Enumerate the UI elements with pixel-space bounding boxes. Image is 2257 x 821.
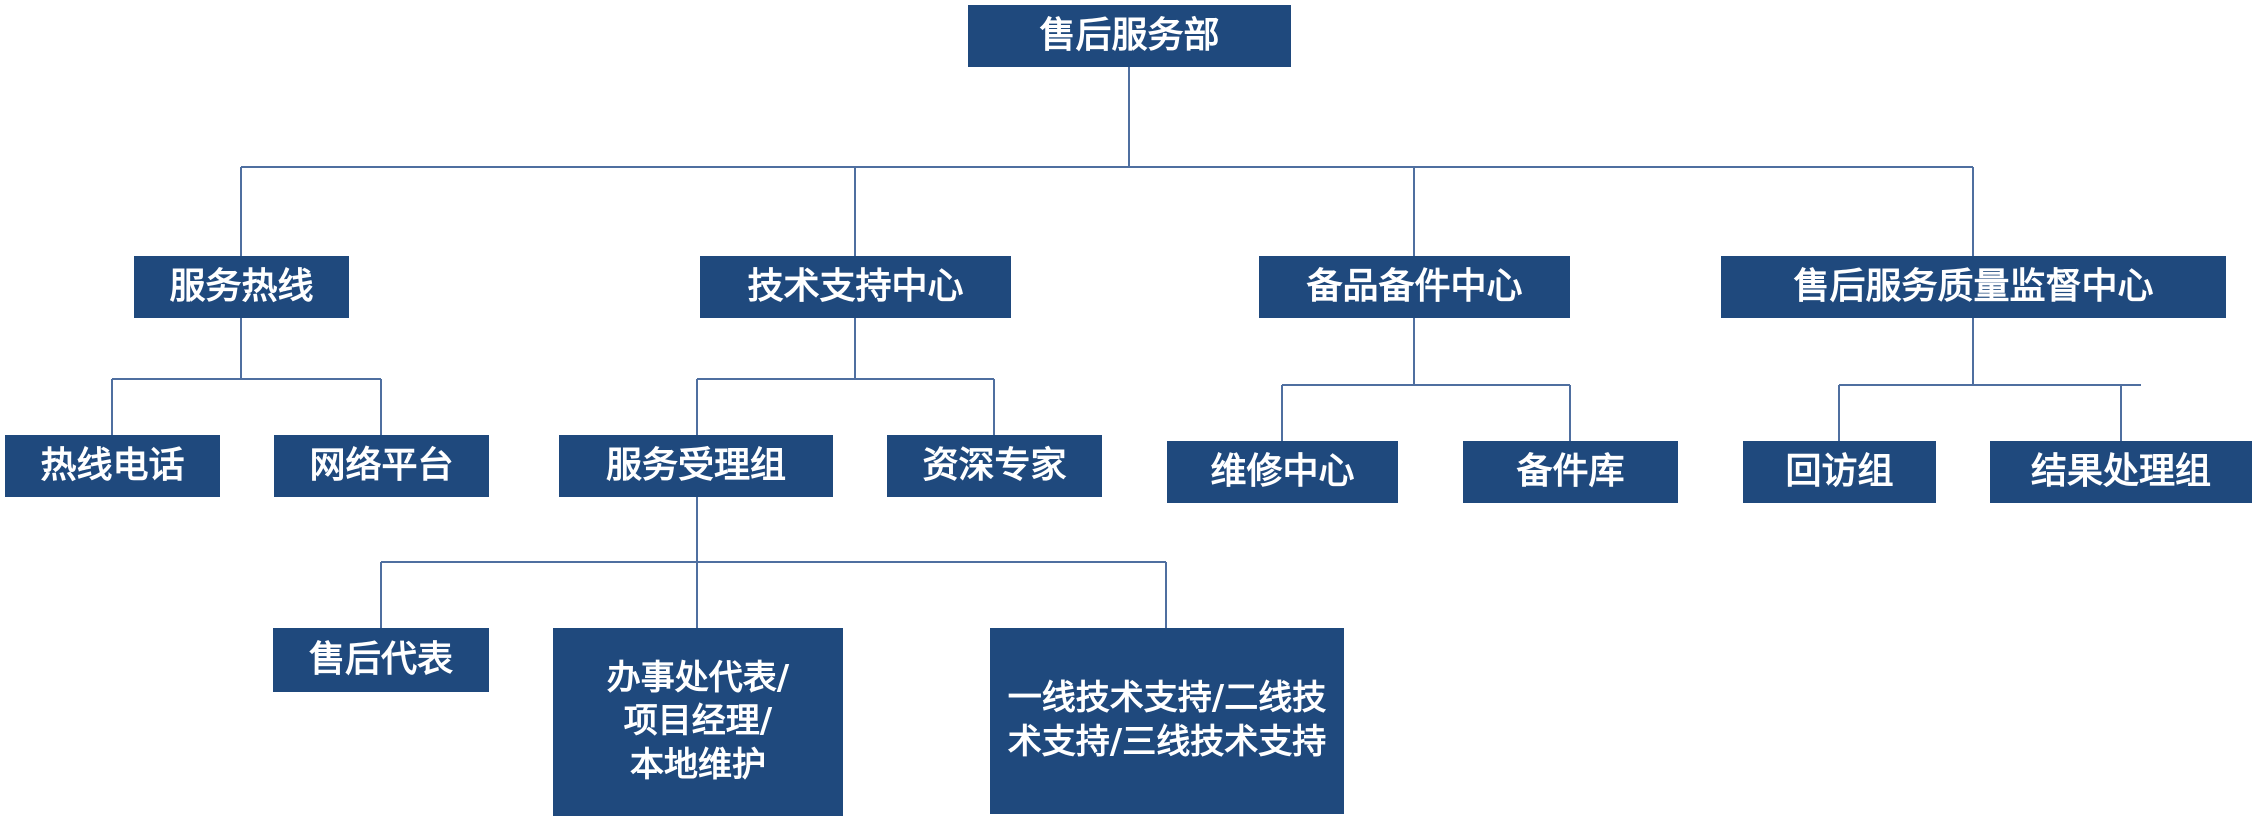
node-spare-warehouse: 备件库 (1463, 441, 1678, 503)
node-aftersales-representative: 售后代表 (273, 628, 489, 692)
node-repair-center: 维修中心 (1167, 441, 1398, 503)
node-tiered-tech-support: 一线技术支持/二线技 术支持/三线技术支持 (990, 628, 1344, 814)
node-spare-parts-center: 备品备件中心 (1259, 256, 1570, 318)
node-service-hotline: 服务热线 (134, 256, 349, 318)
node-senior-experts: 资深专家 (887, 435, 1102, 497)
node-quality-supervision-center: 售后服务质量监督中心 (1721, 256, 2226, 318)
node-network-platform: 网络平台 (274, 435, 489, 497)
node-office-rep-project-manager: 办事处代表/ 项目经理/ 本地维护 (553, 628, 843, 816)
node-tech-support-center: 技术支持中心 (700, 256, 1011, 318)
node-aftersales-dept: 售后服务部 (968, 5, 1291, 67)
node-revisit-group: 回访组 (1743, 441, 1936, 503)
node-result-handling-group: 结果处理组 (1990, 441, 2252, 503)
node-service-acceptance-group: 服务受理组 (559, 435, 833, 497)
node-hotline-phone: 热线电话 (5, 435, 220, 497)
